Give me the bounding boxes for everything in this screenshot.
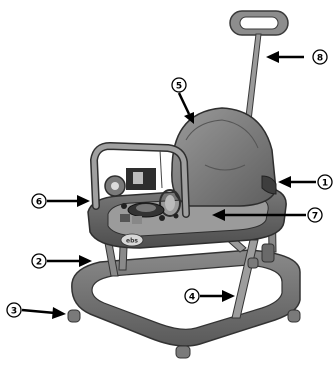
callout-3: 3 xyxy=(7,303,66,319)
walker-illustration: ebs xyxy=(68,11,300,358)
brand-logo-text: ebs xyxy=(126,238,138,245)
svg-text:4: 4 xyxy=(189,292,195,302)
svg-text:2: 2 xyxy=(36,257,42,267)
svg-text:7: 7 xyxy=(312,211,318,221)
svg-text:3: 3 xyxy=(11,306,17,316)
svg-text:1: 1 xyxy=(322,178,328,188)
callout-5: 5 xyxy=(172,78,194,124)
svg-text:5: 5 xyxy=(176,81,182,91)
callout-2: 2 xyxy=(32,254,92,268)
callout-1: 1 xyxy=(278,175,332,189)
callout-8: 8 xyxy=(266,50,327,64)
svg-text:6: 6 xyxy=(36,197,42,207)
callout-6: 6 xyxy=(32,194,90,208)
svg-text:8: 8 xyxy=(317,53,323,63)
brand-logo: ebs xyxy=(121,234,143,246)
